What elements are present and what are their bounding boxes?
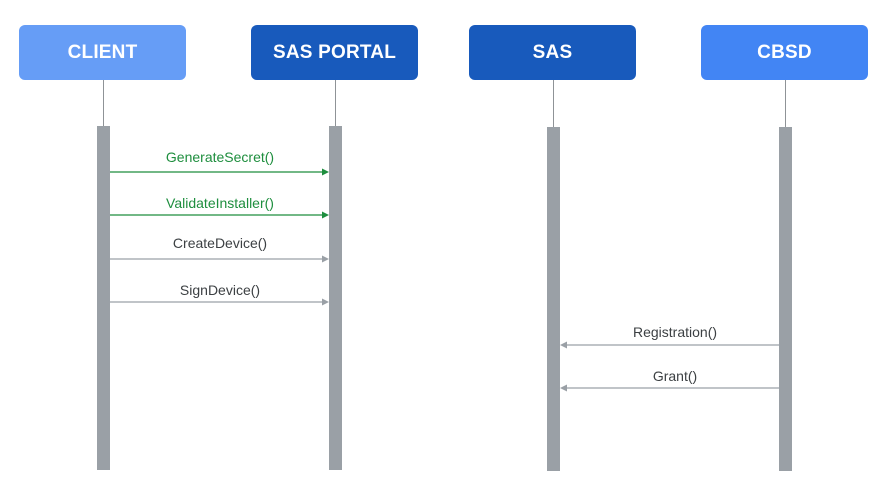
participant-cbsd: CBSD: [701, 25, 868, 80]
message-arrow-create-device: [110, 255, 329, 263]
participant-sas-label: SAS: [532, 41, 573, 63]
message-arrow-validate-installer: [110, 211, 329, 219]
activation-bar-client: [97, 126, 110, 470]
message-label-create-device: CreateDevice(): [172, 235, 268, 251]
lifeline-stem-client: [103, 80, 104, 126]
participant-sas-portal: SAS PORTAL: [251, 25, 418, 80]
message-arrow-registration: [560, 341, 779, 349]
participant-sas: SAS: [469, 25, 636, 80]
message-arrow-sign-device: [110, 298, 329, 306]
message-label-generate-secret: GenerateSecret(): [165, 149, 275, 165]
activation-bar-sas-portal: [329, 126, 342, 470]
participant-cbsd-label: CBSD: [757, 41, 812, 63]
lifeline-stem-sas-portal: [335, 80, 336, 126]
message-arrow-generate-secret: [110, 168, 329, 176]
message-label-grant: Grant(): [652, 368, 698, 384]
message-label-registration: Registration(): [632, 324, 718, 340]
activation-bar-sas: [547, 127, 560, 471]
lifeline-stem-cbsd: [785, 80, 786, 127]
participant-sas-portal-label: SAS PORTAL: [272, 41, 397, 63]
message-label-validate-installer: ValidateInstaller(): [166, 195, 274, 211]
participant-client-label: CLIENT: [67, 41, 138, 63]
activation-bar-cbsd: [779, 127, 792, 471]
message-label-sign-device: SignDevice(): [179, 282, 261, 298]
participant-client: CLIENT: [19, 25, 186, 80]
lifeline-stem-sas: [553, 80, 554, 127]
message-arrow-grant: [560, 384, 779, 392]
